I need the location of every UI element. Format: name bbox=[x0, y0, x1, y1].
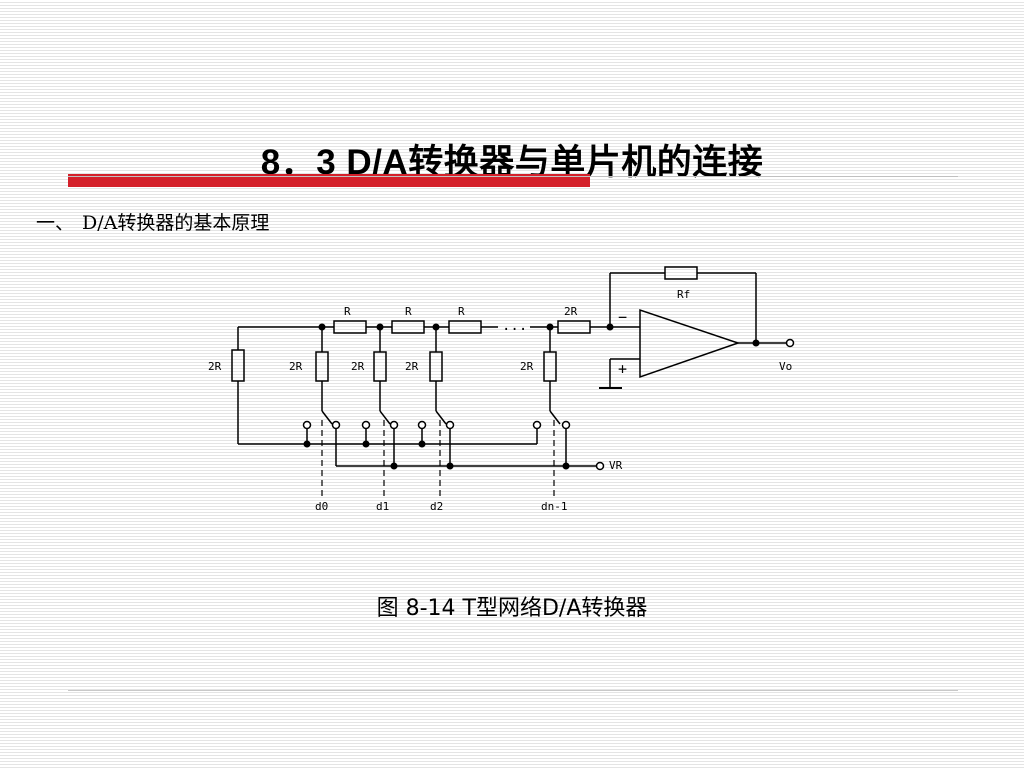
t-network-dac-diagram: R R R 2R ··· 2R 2R 2R 2R 2R Rf − + Vo VR… bbox=[208, 266, 795, 513]
section-heading: 一、 D/A转换器的基本原理 bbox=[36, 208, 269, 235]
series-resistor-label-3: R bbox=[458, 305, 465, 318]
section-title: D/A转换器的基本原理 bbox=[82, 212, 270, 234]
shunt-label-terminating: 2R bbox=[208, 360, 222, 373]
series-resistor-label-4: 2R bbox=[564, 305, 578, 318]
shunt-resistor-d2 bbox=[429, 351, 443, 382]
switch-dn-1 bbox=[532, 420, 571, 466]
footer-rule-line bbox=[68, 690, 958, 691]
bit-label-d1: d1 bbox=[376, 500, 389, 513]
bit-label-dn-1: dn-1 bbox=[541, 500, 568, 513]
terminating-resistor bbox=[231, 349, 245, 382]
series-resistor-1 bbox=[333, 320, 367, 334]
feedback-label: Rf bbox=[677, 288, 690, 301]
switch-d2 bbox=[417, 420, 455, 466]
switch-d1 bbox=[361, 420, 399, 466]
shunt-resistor-d1 bbox=[373, 351, 387, 382]
shunt-label-d0: 2R bbox=[289, 360, 303, 373]
series-resistor-label-2: R bbox=[405, 305, 412, 318]
switch-d0 bbox=[302, 420, 341, 466]
series-resistor-4 bbox=[557, 320, 591, 334]
opamp-minus-label: − bbox=[618, 308, 627, 326]
ellipsis: ··· bbox=[502, 322, 527, 338]
series-resistor-2 bbox=[391, 320, 425, 334]
bit-label-d2: d2 bbox=[430, 500, 443, 513]
vr-terminal bbox=[595, 461, 605, 471]
title-accent-bar bbox=[68, 174, 590, 187]
shunt-label-dn-1: 2R bbox=[520, 360, 534, 373]
reference-label: VR bbox=[609, 459, 623, 472]
section-number: 一、 bbox=[36, 212, 75, 234]
title-rule-line bbox=[68, 176, 958, 177]
shunt-label-d1: 2R bbox=[351, 360, 365, 373]
series-resistor-3 bbox=[448, 320, 482, 334]
output-label: Vo bbox=[779, 360, 792, 373]
vo-terminal bbox=[785, 338, 795, 348]
figure-caption: 图 8-14 T型网络D/A转换器 bbox=[376, 596, 648, 621]
shunt-resistor-d0 bbox=[315, 351, 329, 382]
bit-label-d0: d0 bbox=[315, 500, 328, 513]
series-resistor-label-1: R bbox=[344, 305, 351, 318]
op-amp bbox=[639, 308, 741, 379]
shunt-resistor-dn-1 bbox=[543, 351, 557, 382]
shunt-label-d2: 2R bbox=[405, 360, 419, 373]
feedback-resistor bbox=[664, 266, 698, 280]
opamp-plus-label: + bbox=[618, 360, 627, 378]
